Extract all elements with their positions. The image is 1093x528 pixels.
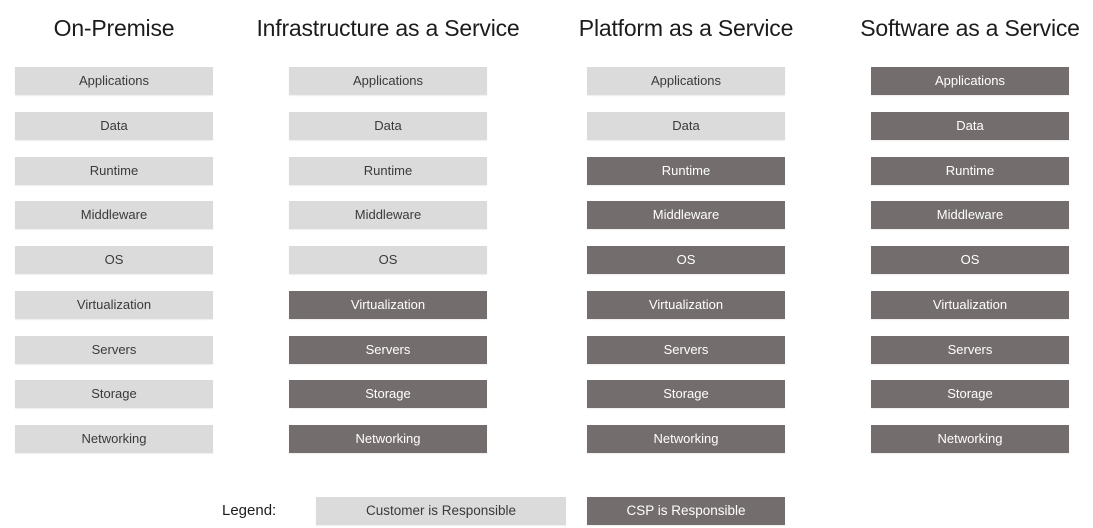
column-title-paas: Platform as a Service [578, 15, 794, 41]
layer-os: OS [587, 246, 785, 274]
layer-middleware: Middleware [587, 201, 785, 230]
layer-middleware: Middleware [871, 201, 1069, 230]
layer-networking: Networking [871, 425, 1069, 453]
column-title-on-premise: On-Premise [53, 15, 175, 41]
layer-servers: Servers [871, 335, 1069, 364]
layer-data: Data [289, 111, 487, 140]
layer-stack: Applications Data Runtime Middleware OS … [871, 67, 1069, 453]
layer-stack: Applications Data Runtime Middleware OS … [587, 67, 785, 453]
layer-middleware: Middleware [289, 201, 487, 230]
legend-label: Legend: [222, 502, 277, 519]
layer-data: Data [871, 111, 1069, 140]
column-title-iaas: Infrastructure as a Service [256, 15, 520, 41]
layer-os: OS [289, 246, 487, 274]
layer-storage: Storage [871, 380, 1069, 409]
layer-data: Data [15, 111, 213, 140]
layer-os: OS [15, 246, 213, 274]
legend-csp-responsible: CSP is Responsible [587, 497, 785, 525]
layer-servers: Servers [15, 335, 213, 364]
layer-runtime: Runtime [289, 156, 487, 185]
column-iaas: Infrastructure as a Service Applications… [256, 0, 520, 460]
legend-customer-responsible: Customer is Responsible [316, 497, 566, 525]
layer-runtime: Runtime [587, 156, 785, 185]
layer-applications: Applications [871, 67, 1069, 95]
layer-applications: Applications [587, 67, 785, 95]
layer-storage: Storage [587, 380, 785, 409]
layer-virtualization: Virtualization [289, 290, 487, 319]
layer-networking: Networking [289, 425, 487, 453]
column-saas: Software as a Service Applications Data … [860, 0, 1080, 460]
layer-stack: Applications Data Runtime Middleware OS … [289, 67, 487, 453]
layer-networking: Networking [15, 425, 213, 453]
layer-data: Data [587, 111, 785, 140]
layer-storage: Storage [289, 380, 487, 409]
layer-virtualization: Virtualization [871, 290, 1069, 319]
layer-servers: Servers [289, 335, 487, 364]
layer-virtualization: Virtualization [587, 290, 785, 319]
layer-runtime: Runtime [871, 156, 1069, 185]
column-paas: Platform as a Service Applications Data … [579, 0, 793, 460]
layer-applications: Applications [15, 67, 213, 95]
legend: Legend: Customer is Responsible CSP is R… [0, 497, 1093, 525]
layer-os: OS [871, 246, 1069, 274]
layer-servers: Servers [587, 335, 785, 364]
layer-middleware: Middleware [15, 201, 213, 230]
layer-stack: Applications Data Runtime Middleware OS … [15, 67, 213, 453]
layer-runtime: Runtime [15, 156, 213, 185]
layer-virtualization: Virtualization [15, 290, 213, 319]
column-title-saas: Software as a Service [860, 15, 1080, 41]
layer-networking: Networking [587, 425, 785, 453]
layer-storage: Storage [15, 380, 213, 409]
layer-applications: Applications [289, 67, 487, 95]
column-on-premise: On-Premise Applications Data Runtime Mid… [15, 0, 213, 460]
